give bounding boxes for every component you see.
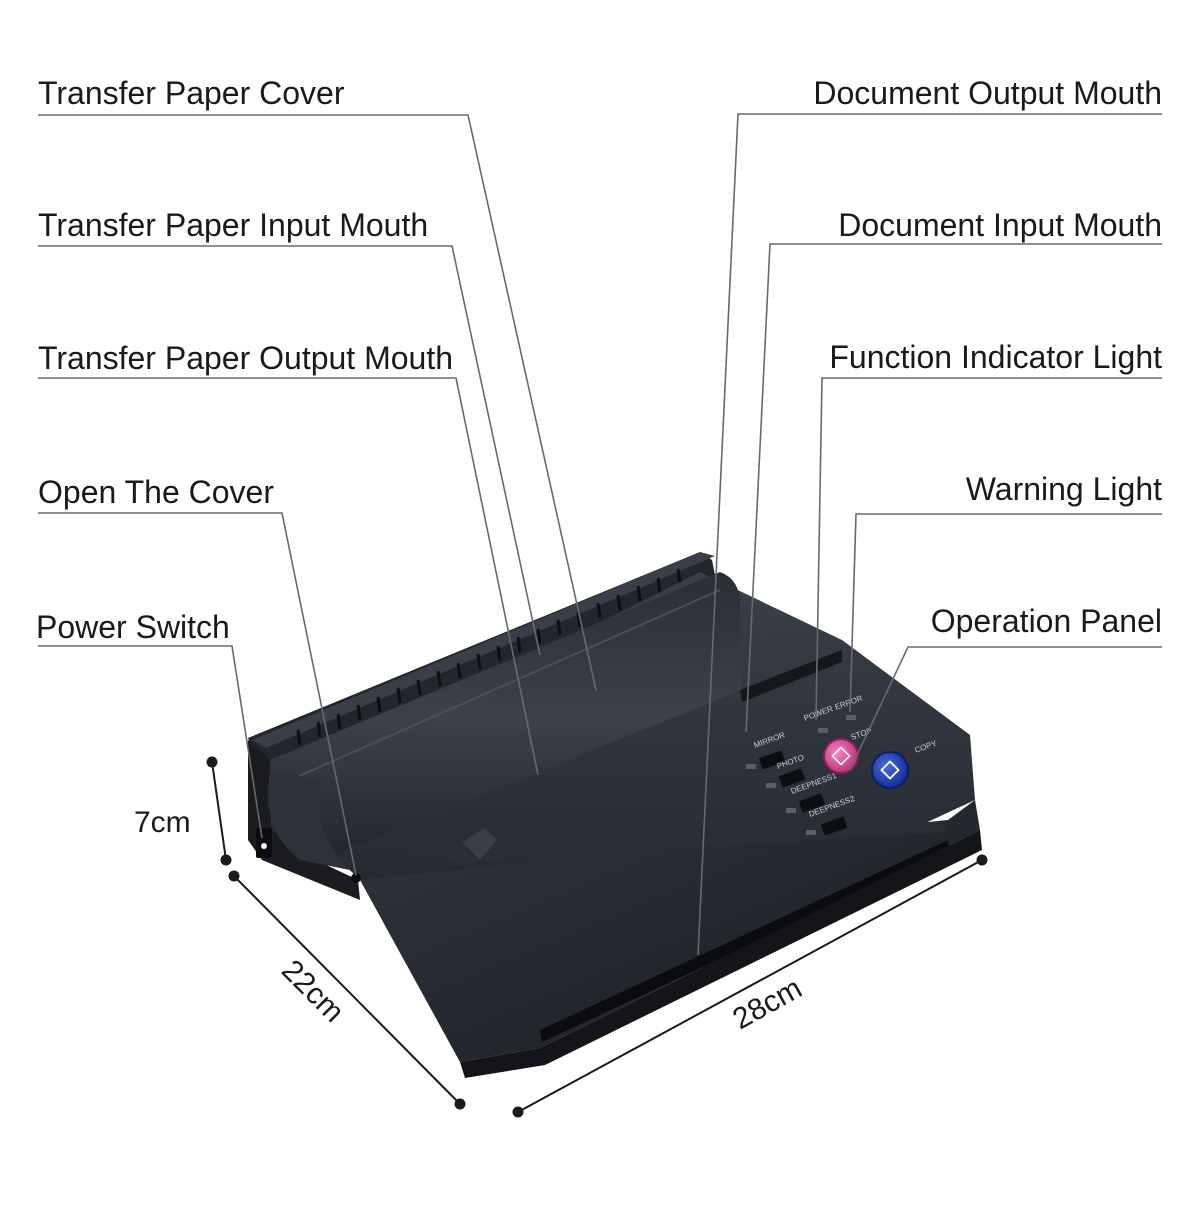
copy-icon — [880, 760, 900, 780]
dimension-lines — [206, 756, 988, 1118]
leader-transfer-paper-input-mouth — [38, 245, 541, 656]
leader-transfer-paper-cover — [38, 114, 597, 691]
vent-slits — [296, 568, 682, 746]
height-dimension-line — [211, 761, 227, 861]
error-led — [846, 715, 856, 720]
leader-transfer-paper-output-mouth — [38, 377, 539, 776]
photo-led — [766, 783, 776, 788]
left-end-cap — [248, 740, 360, 900]
document-output-slot — [540, 840, 950, 1042]
label-warning-light: Warning Light — [965, 471, 1162, 507]
power-led — [818, 728, 828, 733]
stop-button[interactable] — [823, 738, 859, 774]
top-vent-lid — [252, 552, 715, 748]
label-open-the-cover: Open The Cover — [38, 474, 274, 510]
deepness1-led — [786, 808, 796, 813]
depth-dimension-line — [233, 875, 461, 1105]
photo-button[interactable] — [779, 768, 806, 788]
deepness2-button[interactable] — [821, 816, 848, 836]
leader-document-output-mouth — [697, 113, 1162, 956]
printer: MIRROR PHOTO DEEPNESS1 DEEPNESS2 POWER E… — [248, 552, 982, 1078]
leader-open-the-cover — [38, 512, 357, 876]
label-document-output-mouth: Document Output Mouth — [813, 75, 1162, 111]
width-dimension-text: 28cm — [727, 972, 807, 1036]
front-panel — [360, 800, 980, 1062]
label-transfer-paper-cover: Transfer Paper Cover — [38, 75, 345, 111]
label-transfer-paper-input-mouth: Transfer Paper Input Mouth — [38, 207, 429, 243]
leader-operation-panel — [849, 646, 1162, 771]
mirror-led — [746, 764, 756, 769]
leader-function-indicator-light — [815, 377, 1162, 721]
height-dimension-text: 7cm — [134, 806, 191, 839]
stop-icon — [831, 746, 851, 766]
label-operation-panel: Operation Panel — [930, 603, 1162, 639]
label-function-indicator-light: Function Indicator Light — [829, 339, 1162, 375]
copy-button[interactable] — [871, 751, 909, 789]
leader-warning-light — [849, 513, 1162, 713]
deepness2-led — [806, 830, 816, 835]
transfer-paper-cover — [270, 572, 742, 862]
depth-dimension-text: 22cm — [275, 954, 350, 1029]
leader-power-switch — [38, 645, 263, 839]
leader-document-input-mouth — [745, 243, 1162, 733]
label-transfer-paper-output-mouth: Transfer Paper Output Mouth — [38, 340, 454, 376]
width-dimension-line — [517, 859, 983, 1113]
label-document-input-mouth: Document Input Mouth — [838, 207, 1162, 243]
open-cover-button[interactable] — [351, 873, 361, 883]
leader-lines — [38, 113, 1162, 956]
mirror-button[interactable] — [759, 750, 786, 770]
deepness1-button[interactable] — [799, 793, 826, 813]
label-power-switch: Power Switch — [36, 609, 230, 645]
base — [460, 830, 982, 1078]
